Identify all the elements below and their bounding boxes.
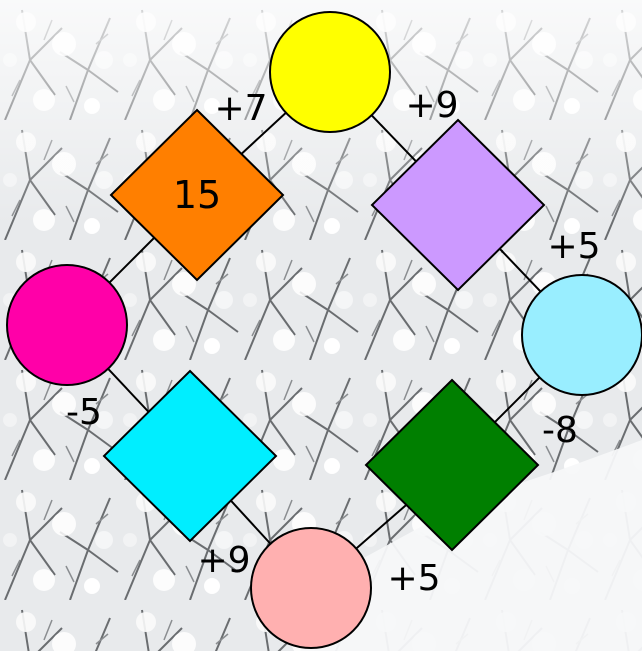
edge-label-5: +5 [387, 558, 440, 599]
edge-label-6: +9 [197, 540, 250, 581]
upper-left-diamond-value: 15 [173, 173, 221, 217]
edge-label-3: +5 [547, 226, 600, 267]
left-circle[interactable] [7, 265, 127, 385]
edge-label-2: +9 [405, 85, 458, 126]
bottom-circle[interactable] [251, 528, 371, 648]
edge-label-7: -5 [66, 392, 102, 433]
edge-label-4: -8 [542, 410, 578, 451]
edge-label-1: +7 [214, 88, 267, 129]
top-circle[interactable] [270, 12, 390, 132]
right-circle[interactable] [522, 275, 642, 395]
